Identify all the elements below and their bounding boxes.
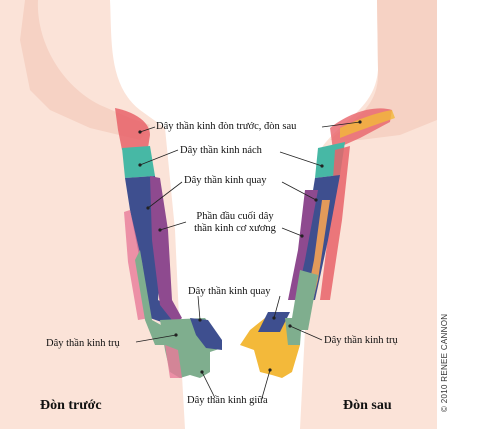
- leader-radial-lower-right: [273, 295, 281, 319]
- posterior-forearm-purple: [288, 190, 318, 300]
- anterior-forearm-green: [135, 250, 170, 345]
- dot-radial-upper-right: [314, 198, 318, 202]
- anterior-hand-purple: [190, 318, 222, 350]
- anterior-forearm-purple: [150, 176, 182, 324]
- leader-axillary-left: [139, 149, 179, 166]
- leader-ulnar-left: [135, 334, 177, 343]
- dot-axillary-right: [320, 164, 324, 168]
- anterior-hand-pink-finger: [165, 345, 182, 378]
- dot-musculocutaneous-right: [300, 234, 304, 238]
- label-axillary-anterior-posterior: Dây thần kinh đòn trước, đòn sau: [156, 121, 297, 132]
- posterior-arm-figure: [240, 0, 437, 429]
- dot-median-left: [200, 370, 204, 374]
- label-musculocutaneous-line2: thần kinh cơ xương: [194, 223, 276, 234]
- title-anterior: Đòn trước: [40, 398, 102, 413]
- label-ulnar-right: Dây thần kinh trụ: [324, 335, 398, 346]
- leader-axillary-ant-post-left: [139, 126, 156, 133]
- dot-median-right: [268, 368, 272, 372]
- leader-axillary-ant-post-right: [321, 121, 361, 128]
- posterior-hand-yellow: [240, 318, 300, 378]
- leader-median-left: [201, 371, 216, 399]
- label-median: Dây thần kinh giữa: [187, 395, 268, 406]
- anterior-arm-figure: [0, 0, 222, 429]
- posterior-upper-arm-red: [320, 146, 350, 300]
- leader-radial-lower-left: [197, 295, 201, 321]
- leader-musculocutaneous-right: [281, 227, 303, 237]
- label-axillary: Dây thần kinh nách: [180, 145, 262, 156]
- leader-radial-upper-right: [281, 181, 317, 201]
- label-ulnar-left: Dây thần kinh trụ: [46, 338, 120, 349]
- dot-musculocutaneous-left: [158, 228, 162, 232]
- leader-radial-upper-left: [147, 181, 183, 209]
- label-musculocutaneous: Phần đầu cuối dây thần kinh cơ xương: [186, 211, 284, 235]
- anterior-shoulder-red: [115, 108, 150, 150]
- title-posterior: Đòn sau: [343, 398, 392, 413]
- leader-musculocutaneous-left: [159, 221, 187, 231]
- dot-axillary-left: [138, 163, 142, 167]
- dot-ulnar-left: [174, 333, 178, 337]
- dot-radial-lower-right: [272, 316, 276, 320]
- posterior-shoulder-yellow: [340, 110, 395, 138]
- dot-ulnar-right: [288, 324, 292, 328]
- posterior-shoulder-skin: [330, 0, 437, 140]
- dot-axillary-ant-post-right: [358, 120, 362, 124]
- anterior-torso: [0, 0, 185, 429]
- leader-axillary-right: [279, 151, 323, 167]
- anterior-upper-arm-teal: [122, 146, 155, 178]
- anterior-neck-shoulder: [20, 0, 150, 140]
- label-musculocutaneous-line1: Phần đầu cuối dây: [196, 211, 274, 222]
- copyright-notice: © 2010 RENEE CANNON: [440, 313, 449, 412]
- leader-median-right: [261, 369, 271, 399]
- posterior-hand-navy: [258, 312, 290, 332]
- leader-dots: [138, 120, 362, 374]
- dot-radial-lower-left: [198, 318, 202, 322]
- leader-ulnar-right: [289, 325, 323, 341]
- dot-axillary-ant-post-left: [138, 130, 142, 134]
- anterior-upper-arm-navy: [125, 176, 175, 325]
- posterior-forearm-green: [290, 270, 318, 330]
- label-radial-lower: Dây thần kinh quay: [188, 286, 271, 297]
- dot-radial-upper-left: [146, 206, 150, 210]
- label-radial-upper: Dây thần kinh quay: [184, 175, 267, 186]
- leader-lines: [135, 121, 361, 399]
